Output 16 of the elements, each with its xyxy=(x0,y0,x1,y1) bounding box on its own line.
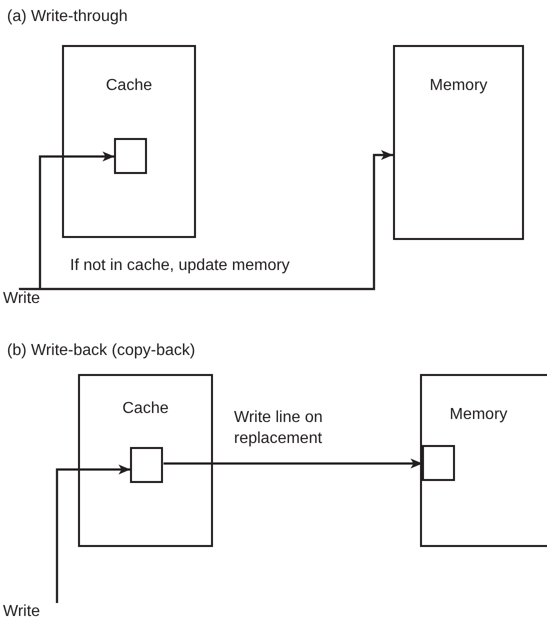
unit-box xyxy=(393,45,524,240)
unit-label: Memory xyxy=(448,406,508,424)
arrow xyxy=(164,458,422,468)
arrow xyxy=(56,464,130,603)
unit-label: Memory xyxy=(428,77,488,95)
unit-label: Cache xyxy=(104,77,154,95)
arrow xyxy=(18,150,393,292)
unit-label: Cache xyxy=(121,400,170,418)
arrow xyxy=(38,152,114,290)
section-heading: (a) Write-through xyxy=(7,8,128,26)
input-label: Write xyxy=(3,603,47,621)
unit-box xyxy=(78,374,213,547)
unit-box xyxy=(420,374,547,547)
input-label: Write xyxy=(3,290,47,308)
unit-box xyxy=(62,45,196,238)
section-heading: (b) Write-back (copy-back) xyxy=(7,342,196,360)
